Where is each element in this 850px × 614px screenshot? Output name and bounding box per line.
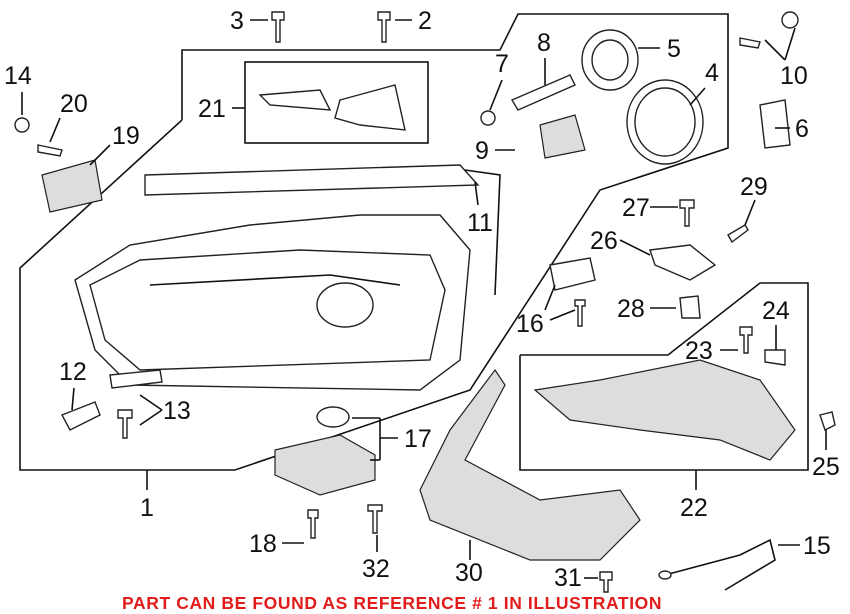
callout-18: 18 [249,530,277,558]
callout-26: 26 [590,227,618,255]
callout-28: 28 [617,295,645,323]
callout-12: 12 [59,358,87,386]
bracket-30 [419,368,641,561]
callout-9: 9 [475,137,489,165]
callout-15: 15 [803,532,831,560]
actuator-12 [109,369,163,389]
leader-lines [21,19,827,579]
callout-20: 20 [60,90,88,118]
reference-note: PART CAN BE FOUND AS REFERENCE # 1 IN IL… [122,593,663,613]
screw-3 [271,11,285,43]
callout-13: 13 [163,397,191,425]
callout-labels: 3 2 14 20 19 21 7 8 5 4 10 6 9 11 29 27 … [4,7,840,592]
callout-25: 25 [812,453,840,481]
bulb-7 [480,110,496,126]
bracket-12 [61,401,101,431]
clip-24 [764,349,786,366]
callout-32: 32 [362,555,390,583]
bracket-group-box [244,61,429,144]
callout-17: 17 [404,425,432,453]
screw-18 [307,509,319,539]
callout-6: 6 [795,115,809,143]
callout-11: 11 [467,209,493,237]
callout-29: 29 [740,173,768,201]
screw-16 [574,299,586,327]
bulb-8 [510,74,576,111]
bracket-21a [258,89,332,111]
clip-28 [679,295,701,319]
screw-27 [679,199,695,227]
screw-13 [117,409,133,439]
callout-14: 14 [4,62,32,90]
sensor-16 [549,257,596,291]
screw-2 [377,11,391,43]
screw-10 [739,37,761,49]
callout-22: 22 [680,494,708,522]
ballast-19 [41,159,103,213]
callout-23: 23 [685,337,713,365]
screw-20 [37,144,63,157]
bracket-21b [334,84,406,131]
screw-32 [367,504,383,534]
screw-31 [599,571,613,593]
callout-31: 31 [554,564,582,592]
callout-19: 19 [112,122,140,150]
sensor-cable-15 [664,538,776,591]
callout-3: 3 [230,7,244,35]
callout-4: 4 [705,59,719,87]
screw-29 [727,224,749,244]
screw-25 [819,411,836,431]
bulb-6 [759,99,791,149]
callout-21: 21 [198,95,226,123]
callout-27: 27 [622,194,650,222]
callout-7: 7 [495,50,509,78]
bracket-26 [649,244,717,281]
callout-2: 2 [418,7,432,35]
callout-16: 16 [516,310,544,338]
callout-5: 5 [667,35,681,63]
callout-8: 8 [537,29,551,57]
headlamp-group-outline [19,13,729,471]
module-17 [274,434,376,496]
callout-10: 10 [780,62,808,90]
nut-14 [14,117,30,133]
support-group-outline [519,282,809,471]
motor-9 [539,114,586,159]
seal-17 [316,406,350,428]
support-22 [533,359,796,461]
nut-10 [781,11,799,29]
callout-24: 24 [762,297,790,325]
callout-1: 1 [140,494,154,522]
screw-23 [739,326,753,354]
headlamp-assembly [74,164,501,391]
callout-30: 30 [455,559,483,587]
